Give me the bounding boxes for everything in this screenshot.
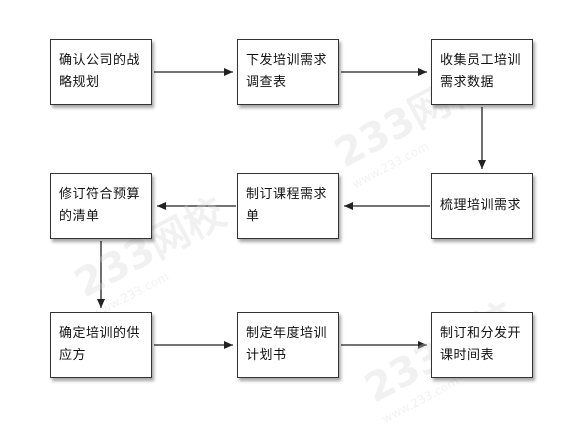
- node-label: 梳理培训需求: [440, 198, 522, 213]
- node-confirm-strategy: 确认公司的战略规划: [50, 39, 152, 105]
- node-sort-needs: 梳理培训需求: [431, 173, 533, 239]
- node-schedule: 制订和分发开课时间表: [431, 312, 533, 378]
- node-issue-survey: 下发培训需求调查表: [237, 39, 339, 105]
- node-collect-needs: 收集员工培训需求数据: [431, 39, 533, 105]
- node-label: 确认公司的战略规划: [59, 53, 141, 90]
- node-label: 制定年度培训计划书: [246, 326, 328, 363]
- node-label: 制订和分发开课时间表: [440, 326, 522, 363]
- node-revise-budget: 修订符合预算的清单: [50, 173, 152, 239]
- node-confirm-supplier: 确定培训的供应方: [50, 312, 152, 378]
- node-course-list: 制订课程需求单: [237, 173, 339, 239]
- node-annual-plan: 制定年度培训计划书: [237, 312, 339, 378]
- node-label: 收集员工培训需求数据: [440, 53, 522, 90]
- node-label: 制订课程需求单: [246, 187, 328, 224]
- node-label: 修订符合预算的清单: [59, 187, 141, 224]
- node-label: 下发培训需求调查表: [246, 53, 328, 90]
- node-label: 确定培训的供应方: [59, 326, 141, 363]
